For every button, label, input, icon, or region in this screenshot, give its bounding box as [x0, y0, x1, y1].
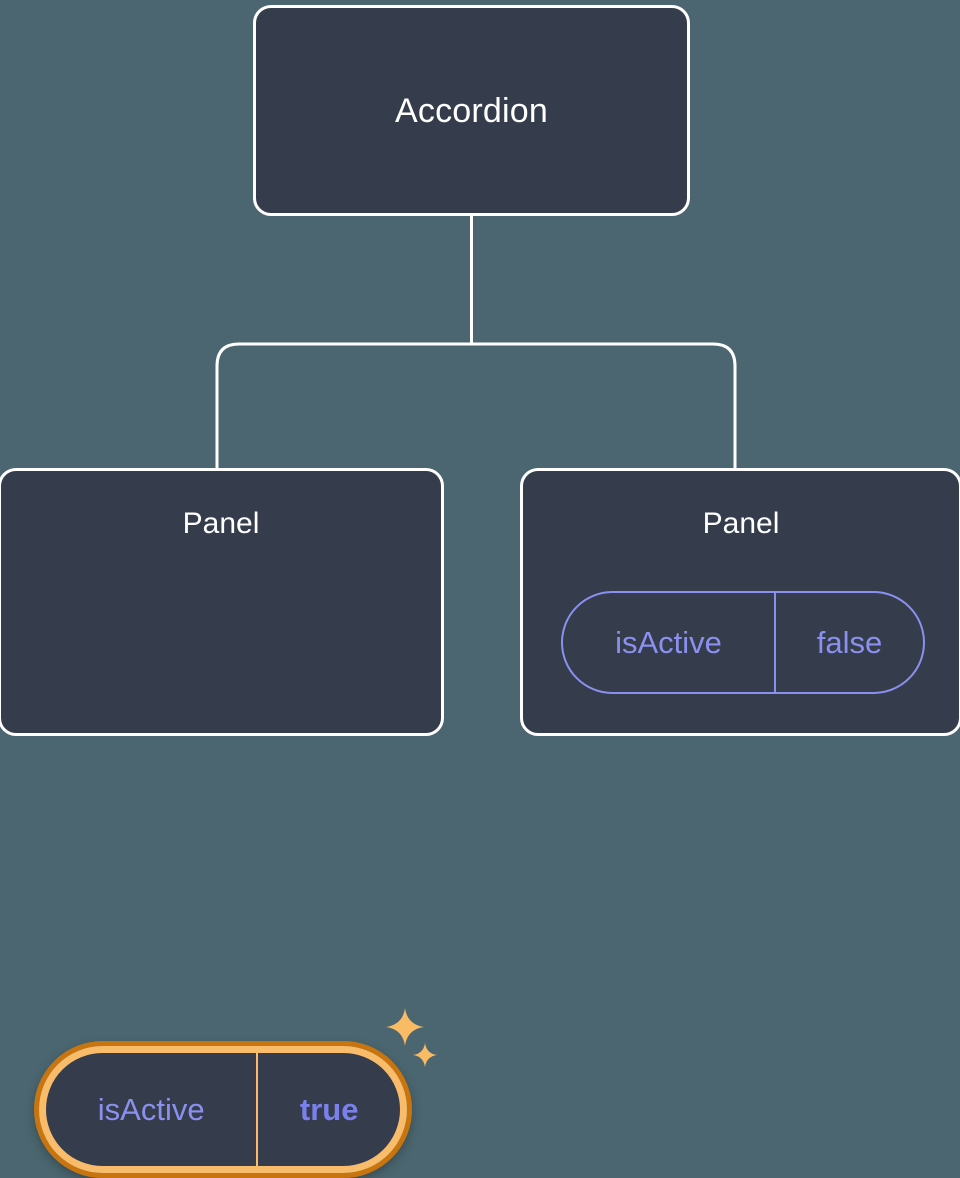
node-panel-left[interactable]: Panel isActive true: [0, 468, 444, 1178]
node-accordion[interactable]: Accordion: [253, 5, 690, 216]
node-panel-right-label: Panel: [702, 507, 780, 540]
diagram-canvas: Accordion Panel isActive true Panel isAc…: [0, 5, 960, 1178]
node-panel-left-label: Panel: [182, 507, 260, 540]
prop-key-isactive: isActive: [563, 593, 776, 692]
prop-value-true: true: [299, 1092, 359, 1127]
sparkle-small-icon: [413, 1043, 437, 1067]
prop-pill-highlight-ring: isActive true: [34, 1041, 412, 1178]
node-accordion-label: Accordion: [395, 91, 548, 130]
node-panel-right[interactable]: Panel isActive false: [520, 468, 960, 736]
prop-pill-body: isActive false: [561, 591, 925, 694]
connector-branch-bus: [215, 342, 737, 468]
prop-pill-isactive-false[interactable]: isActive false: [561, 591, 925, 694]
prop-key-isactive: isActive: [46, 1053, 259, 1166]
prop-pill-body: isActive true: [39, 1046, 407, 1173]
prop-value-false: false: [816, 625, 883, 660]
prop-pill-isactive-true[interactable]: isActive true: [34, 1041, 412, 1178]
